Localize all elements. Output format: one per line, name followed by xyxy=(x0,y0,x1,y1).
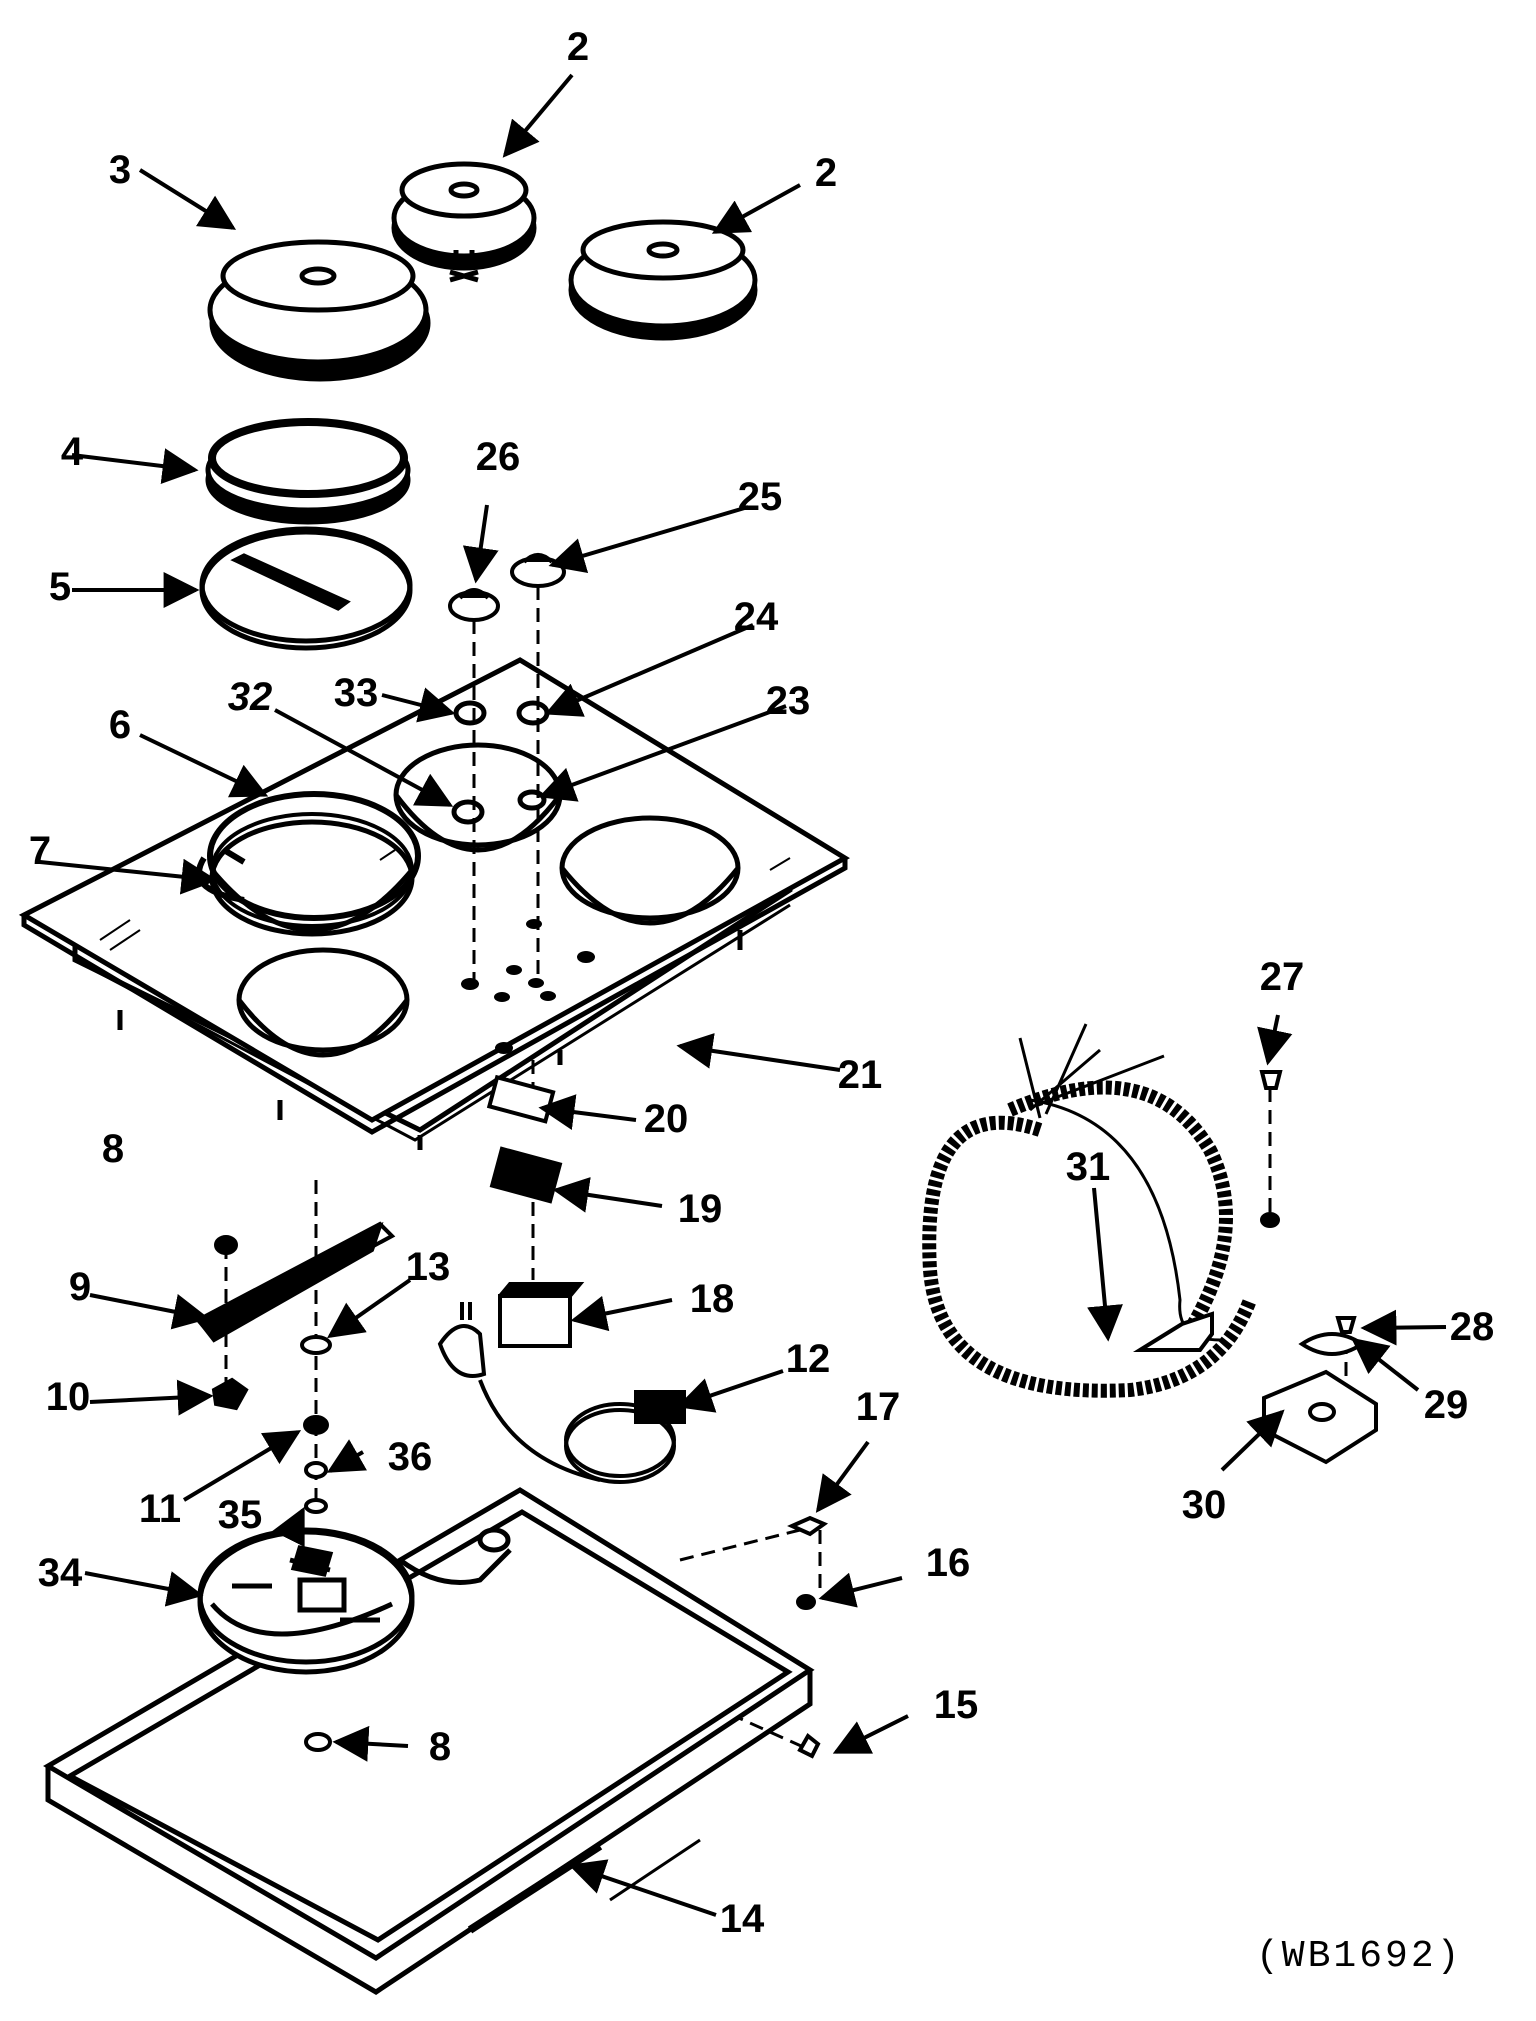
callout-25: 25 xyxy=(738,475,783,519)
callout-7: 7 xyxy=(29,829,51,873)
callout-17: 17 xyxy=(856,1385,901,1429)
callout-29: 29 xyxy=(1424,1383,1469,1427)
power-cord xyxy=(922,1023,1257,1398)
callout-10: 10 xyxy=(46,1375,91,1419)
callout-31: 31 xyxy=(1066,1145,1111,1189)
sensor-wire-12 xyxy=(478,1379,686,1484)
leader-arrows xyxy=(39,73,1447,1917)
callout-21: 21 xyxy=(838,1053,883,1097)
callout-5: 5 xyxy=(49,565,71,609)
callout-35: 35 xyxy=(218,1493,263,1537)
small-parts xyxy=(194,1074,585,1514)
callout-36: 36 xyxy=(388,1435,433,1479)
callout-2-right: 2 xyxy=(815,151,837,195)
callout-8-lower: 8 xyxy=(429,1725,451,1769)
surface-unit-cover-large xyxy=(207,239,431,382)
terminal-hardware xyxy=(1259,1070,1378,1465)
base-fasteners xyxy=(304,1515,829,1759)
callout-30: 30 xyxy=(1182,1483,1227,1527)
callout-labels: 2 2 3 4 5 6 7 8 8 9 10 11 12 13 14 15 16… xyxy=(29,25,1494,1941)
callout-4: 4 xyxy=(61,430,84,474)
callout-27: 27 xyxy=(1260,955,1305,999)
callout-32: 32 xyxy=(228,675,273,719)
callout-23: 23 xyxy=(766,679,811,723)
callout-9: 9 xyxy=(69,1265,91,1309)
callout-24: 24 xyxy=(734,595,779,639)
knob-26 xyxy=(448,588,500,622)
callout-20: 20 xyxy=(644,1097,689,1141)
callout-14: 14 xyxy=(720,1897,765,1941)
callout-33: 33 xyxy=(334,671,379,715)
element-ring xyxy=(199,526,413,651)
callout-28: 28 xyxy=(1450,1305,1495,1349)
callout-34: 34 xyxy=(38,1551,83,1595)
callout-3: 3 xyxy=(109,148,131,192)
knob-25 xyxy=(510,553,566,588)
surface-unit-cover-small-top xyxy=(391,161,537,283)
reflector-pan xyxy=(197,1527,415,1675)
callout-15: 15 xyxy=(934,1683,979,1727)
surface-unit-cover-small-right xyxy=(568,219,758,341)
callout-19: 19 xyxy=(678,1187,723,1231)
callout-11: 11 xyxy=(139,1487,181,1531)
callout-18: 18 xyxy=(690,1277,735,1321)
callout-16: 16 xyxy=(926,1541,971,1585)
callout-2-top: 2 xyxy=(567,25,589,69)
reference-code: (WB1692) xyxy=(1256,1935,1463,1978)
callout-6: 6 xyxy=(109,703,131,747)
callout-26: 26 xyxy=(476,435,521,479)
callout-12: 12 xyxy=(786,1337,831,1381)
callout-13: 13 xyxy=(406,1245,451,1289)
glass-disc xyxy=(205,418,411,525)
callout-8-upper: 8 xyxy=(102,1127,124,1171)
